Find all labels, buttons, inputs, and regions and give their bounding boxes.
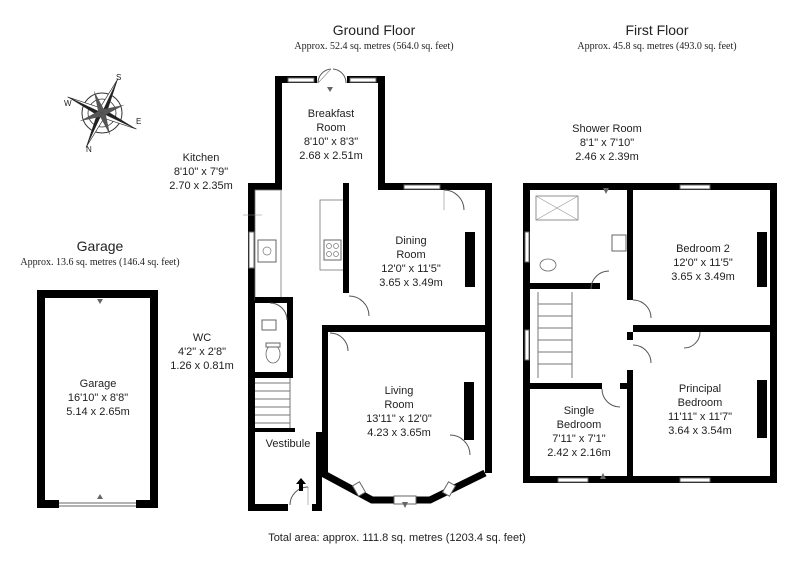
compass-label-s: S bbox=[116, 73, 121, 82]
living-room-dim-metric: 4.23 x 3.65m bbox=[367, 427, 431, 439]
ground-floor-plan bbox=[243, 68, 492, 512]
ground-floor-area: Approx. 52.4 sq. metres (564.0 sq. feet) bbox=[294, 41, 453, 52]
shower-room-dim-imperial: 8'1" x 7'10" bbox=[580, 137, 634, 149]
principal-bedroom-name-2: Bedroom bbox=[678, 397, 723, 409]
wc-name: WC bbox=[193, 332, 211, 344]
compass-label-e: E bbox=[136, 117, 141, 126]
wc-dim-metric: 1.26 x 0.81m bbox=[170, 360, 234, 372]
kitchen-dim-imperial: 8'10" x 7'9" bbox=[174, 166, 228, 178]
breakfast-room-name-1: Breakfast bbox=[308, 108, 354, 120]
dining-room-name-2: Room bbox=[396, 249, 425, 261]
breakfast-room-dim-imperial: 8'10" x 8'3" bbox=[304, 136, 358, 148]
shower-room-name: Shower Room bbox=[572, 123, 642, 135]
garage-area: Approx. 13.6 sq. metres (146.4 sq. feet) bbox=[20, 257, 179, 268]
garage-plan bbox=[37, 290, 158, 508]
garage-title: Garage bbox=[77, 238, 124, 254]
ground-floor-title: Ground Floor bbox=[333, 22, 416, 38]
garage-dim-imperial: 16'10" x 8'8" bbox=[68, 392, 128, 404]
garage-label: Garage bbox=[80, 378, 117, 390]
breakfast-room-name-2: Room bbox=[316, 122, 345, 134]
single-bedroom-dim-imperial: 7'11" x 7'1" bbox=[552, 433, 605, 445]
first-floor-plan bbox=[523, 183, 777, 483]
garage-dim-metric: 5.14 x 2.65m bbox=[66, 406, 130, 418]
principal-bedroom-dim-imperial: 11'11" x 11'7" bbox=[668, 411, 732, 423]
living-room-name-1: Living bbox=[385, 385, 414, 397]
bedroom-2-dim-imperial: 12'0" x 11'5" bbox=[673, 257, 733, 269]
shower-room-dim-metric: 2.46 x 2.39m bbox=[575, 151, 639, 163]
single-bedroom-name-1: Single bbox=[564, 405, 595, 417]
vestibule-name: Vestibule bbox=[266, 438, 311, 450]
bedroom-2-name: Bedroom 2 bbox=[676, 243, 730, 255]
compass-label-w: W bbox=[64, 99, 72, 108]
compass-label-n: N bbox=[86, 145, 92, 154]
single-bedroom-name-2: Bedroom bbox=[557, 419, 602, 431]
living-room-name-2: Room bbox=[384, 399, 413, 411]
single-bedroom-dim-metric: 2.42 x 2.16m bbox=[547, 447, 611, 459]
compass-rose bbox=[67, 78, 137, 148]
wc-dim-imperial: 4'2" x 2'8" bbox=[178, 346, 226, 358]
dining-room-name-1: Dining bbox=[395, 235, 426, 247]
total-area: Total area: approx. 111.8 sq. metres (12… bbox=[268, 532, 526, 544]
kitchen-dim-metric: 2.70 x 2.35m bbox=[169, 180, 233, 192]
kitchen-name: Kitchen bbox=[183, 152, 220, 164]
dining-room-dim-metric: 3.65 x 3.49m bbox=[379, 277, 443, 289]
principal-bedroom-dim-metric: 3.64 x 3.54m bbox=[668, 425, 732, 437]
principal-bedroom-name-1: Principal bbox=[679, 383, 721, 395]
breakfast-room-dim-metric: 2.68 x 2.51m bbox=[299, 150, 363, 162]
first-floor-area: Approx. 45.8 sq. metres (493.0 sq. feet) bbox=[577, 41, 736, 52]
dining-room-dim-imperial: 12'0" x 11'5" bbox=[381, 263, 441, 275]
first-floor-title: First Floor bbox=[626, 22, 689, 38]
living-room-dim-imperial: 13'11" x 12'0" bbox=[366, 413, 432, 425]
bedroom-2-dim-metric: 3.65 x 3.49m bbox=[671, 271, 735, 283]
